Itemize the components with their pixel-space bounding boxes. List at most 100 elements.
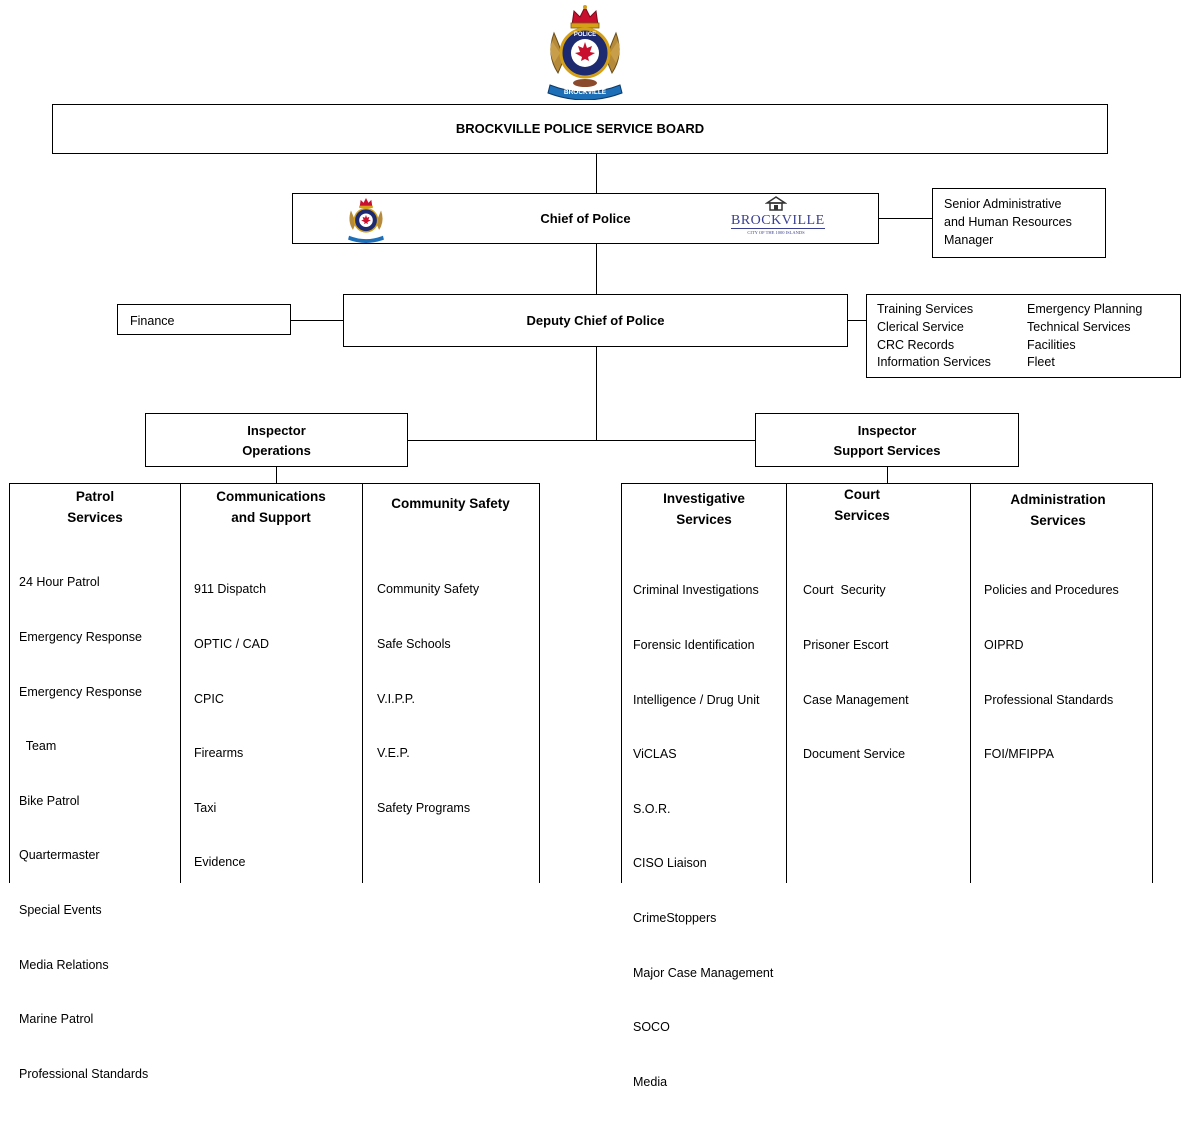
list-item: S.O.R. xyxy=(633,801,671,816)
column-title: Investigative xyxy=(663,491,745,506)
list-item: Safety Programs xyxy=(377,800,471,815)
list-item: Taxi xyxy=(194,800,217,815)
list-item: Technical Services xyxy=(1027,319,1131,334)
column-title: Administration xyxy=(1010,492,1106,507)
column-investigative-services: Investigative Services Criminal Investig… xyxy=(621,483,787,1089)
deputy-box: Deputy Chief of Police xyxy=(343,294,848,347)
list-item: Clerical Service xyxy=(877,319,964,334)
city-logo-tagline: CITY OF THE 1000 ISLANDS xyxy=(747,230,805,235)
deputy-title: Deputy Chief of Police xyxy=(526,312,665,328)
column-title: Court xyxy=(844,487,880,502)
finance-box: Finance xyxy=(117,304,291,335)
list-item: OPTIC / CAD xyxy=(194,637,270,652)
list-item: Court Security xyxy=(803,583,886,598)
list-item: FOI/MFIPPA xyxy=(984,747,1054,762)
list-item: Quartermaster xyxy=(19,848,100,863)
column-title: Community Safety xyxy=(391,496,510,511)
column-title: and Support xyxy=(231,510,311,525)
connector-board-chief xyxy=(596,154,597,194)
list-item: V.I.P.P. xyxy=(377,691,416,706)
board-title: BROCKVILLE POLICE SERVICE BOARD xyxy=(455,121,705,136)
senior-admin-box: Senior Administrative and Human Resource… xyxy=(932,188,1106,258)
chief-crest-logo xyxy=(343,196,389,243)
list-item: CRC Records xyxy=(877,337,955,352)
column-court-services: Court Services Court Security Prisoner E… xyxy=(786,483,971,883)
inspector-support-line-2: Support Services xyxy=(833,443,941,458)
deputy-services-right: Emergency Planning Technical Services Fa… xyxy=(1027,301,1142,372)
list-item: CrimeStoppers xyxy=(633,911,717,926)
list-item: Emergency Response xyxy=(19,630,142,645)
city-logo: BROCKVILLE CITY OF THE 1000 ISLANDS xyxy=(731,194,825,242)
connector-support-columns xyxy=(887,466,888,484)
list-item: Team xyxy=(19,739,57,754)
finance-label: Finance xyxy=(130,314,175,328)
list-item: Marine Patrol xyxy=(19,1012,94,1027)
connector-chief-deputy xyxy=(596,244,597,294)
board-box: BROCKVILLE POLICE SERVICE BOARD xyxy=(52,104,1108,154)
list-item: Document Service xyxy=(803,747,906,762)
list-item: Emergency Response xyxy=(19,684,142,699)
column-items: Community Safety Safe Schools V.I.P.P. V… xyxy=(377,544,479,853)
list-item: Facilities xyxy=(1027,337,1076,352)
police-crest-logo: POLICE BROCKVILLE xyxy=(540,3,630,101)
list-item: Training Services xyxy=(877,302,974,316)
connector-deputy-inspectors xyxy=(596,346,597,440)
column-items: Policies and Procedures OIPRD Profession… xyxy=(984,545,1119,800)
list-item: V.E.P. xyxy=(377,746,410,761)
connector-ops-columns xyxy=(276,466,277,484)
list-item: Community Safety xyxy=(377,582,480,597)
column-items: Court Security Prisoner Escort Case Mana… xyxy=(803,545,909,800)
connector-inspectors xyxy=(408,440,756,441)
list-item: Case Management xyxy=(803,692,909,707)
senior-admin-line-2: and Human Resources xyxy=(944,215,1072,229)
column-title: Services xyxy=(67,510,123,525)
list-item: OIPRD xyxy=(984,638,1024,653)
list-item: Information Services xyxy=(877,355,991,370)
list-item: Media Relations xyxy=(19,957,109,972)
city-logo-name: BROCKVILLE xyxy=(731,213,825,229)
chief-box: Chief of Police BROCKVILLE CITY OF THE 1… xyxy=(292,193,879,244)
list-item: Policies and Procedures xyxy=(984,583,1119,598)
column-title: Patrol xyxy=(75,489,115,504)
column-communications-support: Communications and Support 911 Dispatch … xyxy=(180,483,363,883)
column-title: Services xyxy=(676,512,732,527)
list-item: 911 Dispatch xyxy=(194,582,267,597)
column-community-safety: Community Safety Community Safety Safe S… xyxy=(362,483,540,883)
column-items: Criminal Investigations Forensic Identif… xyxy=(633,545,773,1128)
crest-ribbon-text: BROCKVILLE xyxy=(564,89,607,96)
senior-admin-line-1: Senior Administrative xyxy=(944,197,1062,211)
list-item: Fleet xyxy=(1027,355,1055,370)
list-item: Special Events xyxy=(19,903,102,918)
list-item: Criminal Investigations xyxy=(633,583,759,598)
inspector-operations-box: Inspector Operations xyxy=(145,413,408,467)
list-item: Firearms xyxy=(194,746,244,761)
list-item: CISO Liaison xyxy=(633,856,707,871)
column-administration-services: Administration Services Policies and Pro… xyxy=(970,483,1153,883)
list-item: Safe Schools xyxy=(377,637,451,652)
list-item: Intelligence / Drug Unit xyxy=(633,692,760,707)
list-item: CPIC xyxy=(194,691,224,706)
list-item: Professional Standards xyxy=(984,692,1114,707)
inspector-support-line-1: Inspector xyxy=(857,423,917,438)
column-items: 911 Dispatch OPTIC / CAD CPIC Firearms T… xyxy=(194,544,269,908)
list-item: SOCO xyxy=(633,1020,670,1035)
senior-admin-line-3: Manager xyxy=(944,233,994,247)
list-item: Emergency Planning xyxy=(1027,302,1143,316)
column-title: Services xyxy=(1030,513,1086,528)
column-patrol-services: Patrol Services 24 Hour Patrol Emergency… xyxy=(9,483,181,1081)
list-item: 24 Hour Patrol xyxy=(19,575,100,590)
chief-title: Chief of Police xyxy=(540,211,631,226)
list-item: Major Case Management xyxy=(633,965,774,980)
list-item: Professional Standards xyxy=(19,1066,149,1081)
column-items: 24 Hour Patrol Emergency Response Emerge… xyxy=(19,537,148,1120)
inspector-operations-line-1: Inspector xyxy=(247,423,306,438)
list-item: Media xyxy=(633,1074,668,1089)
list-item: ViCLAS xyxy=(633,747,677,762)
crest-banner-text: POLICE xyxy=(574,32,596,38)
list-item: Prisoner Escort xyxy=(803,638,889,653)
inspector-support-box: Inspector Support Services xyxy=(755,413,1019,467)
connector-chief-senior-admin xyxy=(878,218,933,219)
inspector-operations-line-2: Operations xyxy=(242,443,311,458)
list-item: Bike Patrol xyxy=(19,793,80,808)
column-title: Communications xyxy=(216,489,326,504)
